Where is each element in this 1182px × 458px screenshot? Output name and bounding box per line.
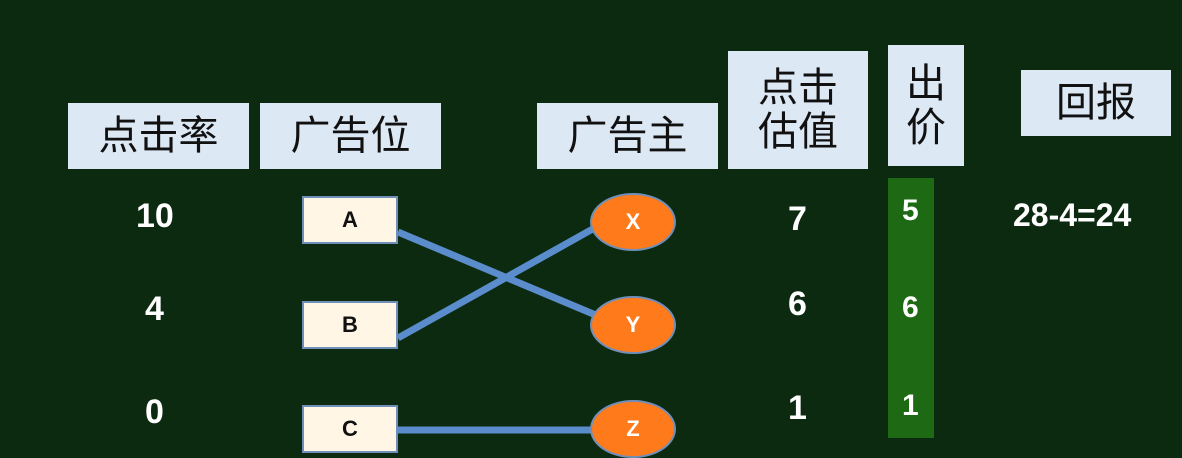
header-payoff-label: 回报 — [1056, 80, 1136, 126]
header-bid-line2: 价 — [906, 104, 946, 151]
payoff-value: 28-4=24 — [1013, 197, 1132, 233]
header-ctr-label: 点击率 — [98, 113, 219, 159]
slot-box-c: C — [302, 405, 398, 453]
advertiser-node-y: Y — [590, 296, 676, 354]
slot-box-a: A — [302, 196, 398, 244]
click-value-1: 6 — [788, 285, 807, 323]
slot-box-c-label: C — [342, 416, 358, 441]
header-click-value: 点击 估值 — [728, 51, 868, 169]
header-bid: 出 价 — [888, 45, 964, 166]
slot-box-a-label: A — [342, 207, 358, 232]
header-advertiser: 广告主 — [537, 103, 718, 169]
header-slot-label: 广告位 — [290, 113, 411, 159]
header-click-value-line2: 估值 — [758, 109, 838, 155]
ctr-value-0: 10 — [136, 197, 174, 235]
advertiser-node-z: Z — [590, 400, 676, 458]
advertiser-node-x: X — [590, 193, 676, 251]
header-slot: 广告位 — [260, 103, 441, 169]
click-value-0: 7 — [788, 200, 807, 238]
slot-box-b-label: B — [342, 312, 358, 337]
bid-value-1: 6 — [902, 291, 919, 324]
ctr-value-2: 0 — [145, 393, 164, 431]
edge-b-x — [396, 222, 600, 342]
header-click-value-line1: 点击 — [758, 65, 838, 111]
header-ctr: 点击率 — [68, 103, 249, 169]
advertiser-node-z-label: Z — [626, 416, 640, 441]
slot-box-b: B — [302, 301, 398, 349]
ctr-value-1: 4 — [145, 290, 164, 328]
header-bid-line1: 出 — [906, 60, 946, 107]
advertiser-node-x-label: X — [625, 209, 641, 234]
advertiser-node-y-label: Y — [625, 312, 641, 337]
edge-a-y — [396, 228, 600, 320]
bid-value-0: 5 — [902, 194, 919, 227]
bid-column — [888, 178, 934, 438]
click-value-2: 1 — [788, 389, 807, 427]
header-payoff: 回报 — [1021, 70, 1171, 136]
bid-value-2: 1 — [902, 389, 919, 422]
header-advertiser-label: 广告主 — [567, 113, 688, 159]
